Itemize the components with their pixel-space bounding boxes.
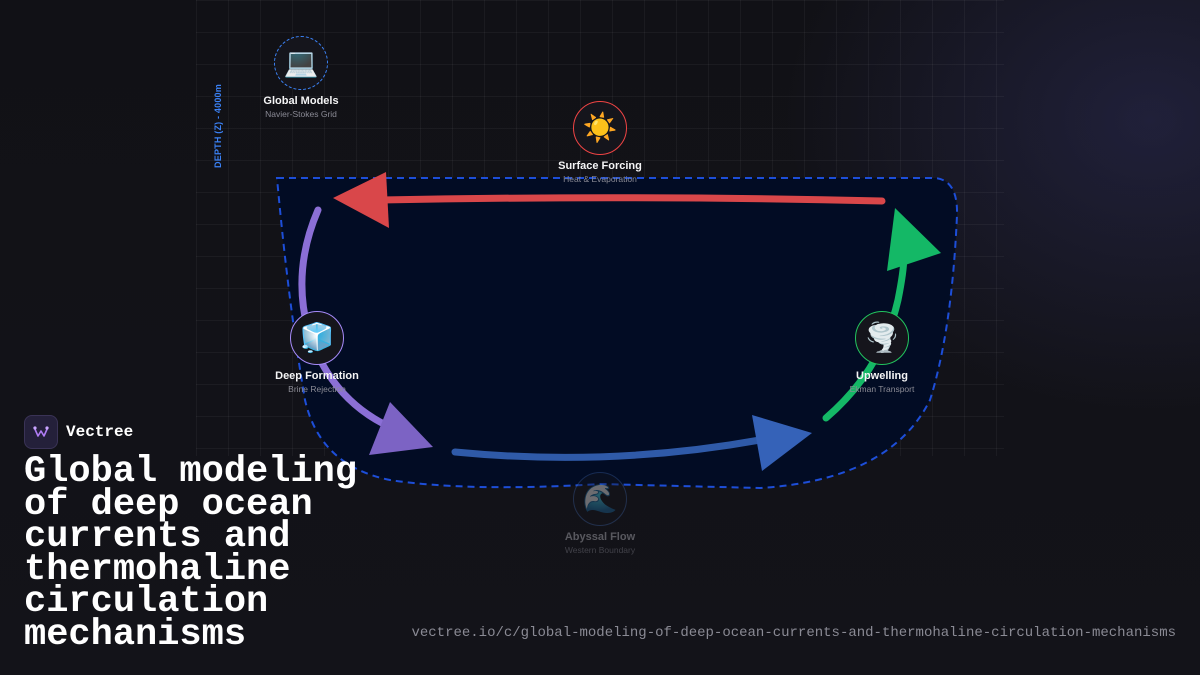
- node-title: Surface Forcing: [558, 160, 642, 172]
- node-title: Abyssal Flow: [564, 531, 636, 543]
- ice-cube-icon: 🧊: [290, 311, 344, 365]
- abyssal-current-arrowhead: [752, 415, 812, 471]
- laptop-icon: 💻: [274, 36, 328, 90]
- node-subtitle: Ekman Transport: [849, 384, 915, 394]
- wave-icon: 🌊: [573, 472, 627, 526]
- node-title: Upwelling: [856, 370, 908, 382]
- node-surface-forcing: ☀️ Surface Forcing Heat & Evaporation: [500, 101, 700, 184]
- sun-icon: ☀️: [573, 101, 627, 155]
- node-upwelling: 🌪️ Upwelling Ekman Transport: [782, 311, 982, 394]
- node-subtitle: Heat & Evaporation: [563, 174, 637, 184]
- sinking-current-arrowhead: [369, 402, 433, 455]
- surface-current-arrow: [376, 194, 886, 205]
- node-global-models: 💻 Global Models Navier-Stokes Grid: [201, 36, 401, 119]
- vectree-logo-icon: [24, 415, 58, 449]
- brand[interactable]: Vectree: [24, 415, 133, 449]
- upwelling-current-arrowhead: [887, 208, 941, 271]
- node-title: Global Models: [263, 95, 339, 107]
- page-url[interactable]: vectree.io/c/global-modeling-of-deep-oce…: [411, 625, 1176, 641]
- page-title: Global modeling of deep ocean currents a…: [24, 451, 358, 656]
- node-deep-formation: 🧊 Deep Formation Brine Rejection: [217, 311, 417, 394]
- node-abyssal-flow: 🌊 Abyssal Flow Western Boundary: [500, 472, 700, 555]
- surface-current-arrowhead: [333, 172, 389, 228]
- node-subtitle: Brine Rejection: [288, 384, 346, 394]
- node-subtitle: Navier-Stokes Grid: [265, 109, 337, 119]
- abyssal-current-arrow: [451, 436, 764, 461]
- node-title: Deep Formation: [275, 370, 359, 382]
- tornado-icon: 🌪️: [855, 311, 909, 365]
- node-subtitle: Western Boundary: [564, 545, 636, 555]
- brand-name: Vectree: [66, 423, 134, 441]
